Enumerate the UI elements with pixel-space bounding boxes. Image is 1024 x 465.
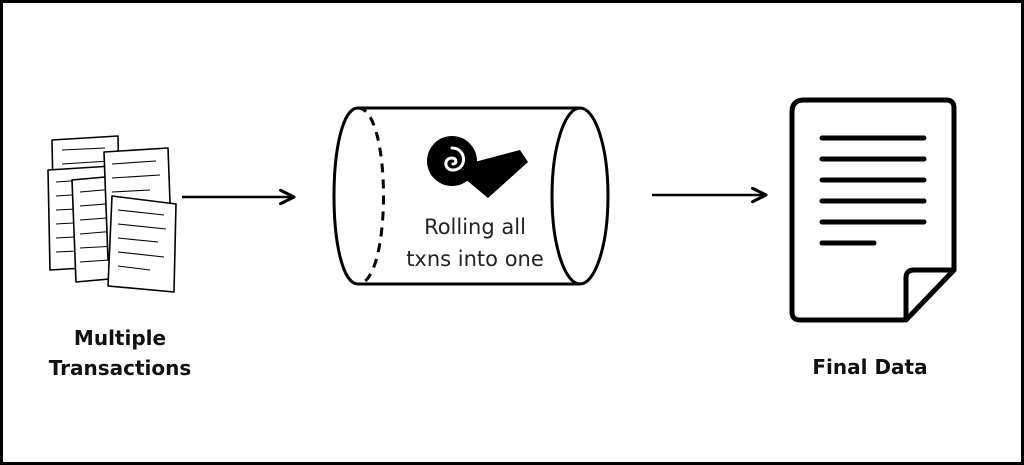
process-description: Rolling all txns into one [390, 211, 560, 275]
source-label-line2: Transactions [48, 356, 192, 380]
process-text-line2: txns into one [406, 247, 544, 271]
paper-roll-icon [427, 136, 528, 198]
stacked-papers-icon [47, 135, 177, 293]
process-text-line1: Rolling all [424, 215, 526, 239]
source-label: Multiple Transactions [20, 323, 220, 383]
paper-sheet [107, 195, 177, 293]
rolling-cylinder [332, 106, 610, 286]
result-label: Final Data [812, 355, 928, 379]
source-label-line1: Multiple [73, 326, 167, 350]
document-icon [789, 97, 957, 323]
